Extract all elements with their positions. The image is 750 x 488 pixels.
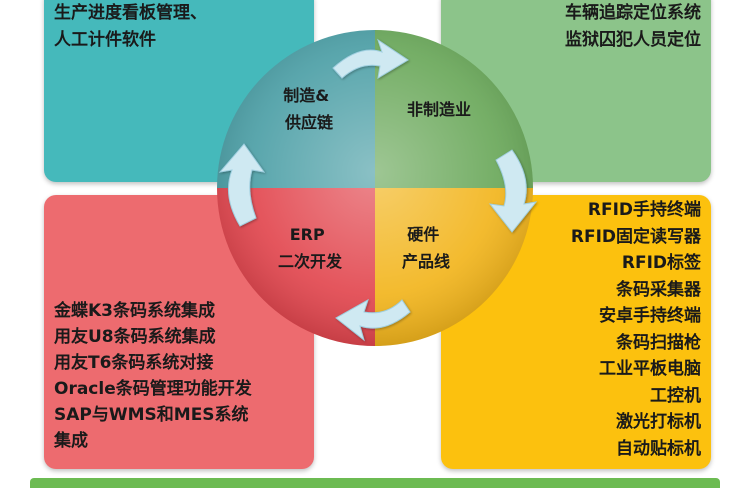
segment-label-hardware: 硬件 产品线 [402, 225, 450, 271]
bottom-bar [30, 478, 720, 488]
cycle-arrow-top [332, 38, 409, 79]
hardware-item: 工业平板电脑 [599, 359, 701, 379]
panel-hardware: RFID手持终端 RFID固定读写器 RFID标签 条码采集器 安卓手持终端 条… [441, 195, 711, 469]
hardware-item: RFID固定读写器 [570, 226, 701, 247]
erp-item: 金蝶K3条码系统集成 [54, 301, 216, 321]
non-manufacturing-item: 车辆追踪定位系统 [565, 3, 701, 23]
manufacturing-items: 生产进度看板管理、 人工计件软件 [54, 0, 207, 54]
erp-item: Oracle条码管理功能开发 [54, 379, 252, 399]
non-manufacturing-item: 监狱囚犯人员定位 [565, 30, 701, 50]
non-manufacturing-items: 车辆追踪定位系统 监狱囚犯人员定位 [565, 0, 701, 54]
hardware-item: 安卓手持终端 [599, 306, 701, 326]
hardware-item: RFID手持终端 [587, 200, 701, 220]
hardware-item: 自动贴标机 [616, 438, 701, 459]
hardware-item: 条码采集器 [616, 279, 701, 300]
segment-label-erp: ERP 二次开发 [278, 225, 343, 271]
manufacturing-item: 生产进度看板管理、 [54, 3, 207, 23]
erp-item: 用友T6条码系统对接 [54, 353, 214, 373]
cycle-arrow-bottom [335, 298, 411, 342]
erp-item: 集成 [54, 431, 88, 451]
segment-label-non-manufacturing: 非制造业 [407, 100, 471, 119]
manufacturing-item: 人工计件软件 [54, 30, 156, 50]
wheel-highlight [217, 30, 533, 346]
hardware-item: 条码扫描枪 [616, 332, 701, 353]
segment-label-manufacturing: 制造& 供应链 [283, 86, 335, 132]
hardware-item: 工控机 [650, 385, 701, 406]
hardware-item: 激光打标机 [616, 412, 701, 432]
erp-item: SAP与WMS和MES系统 [54, 405, 249, 425]
cycle-arrow-left [218, 143, 266, 227]
erp-items: 金蝶K3条码系统集成 用友U8条码系统集成 用友T6条码系统对接 Oracle条… [54, 298, 252, 454]
cycle-arrow-right [488, 149, 538, 233]
hardware-items: RFID手持终端 RFID固定读写器 RFID标签 条码采集器 安卓手持终端 条… [571, 197, 701, 462]
erp-item: 用友U8条码系统集成 [54, 327, 216, 347]
hardware-item: RFID标签 [621, 253, 701, 273]
